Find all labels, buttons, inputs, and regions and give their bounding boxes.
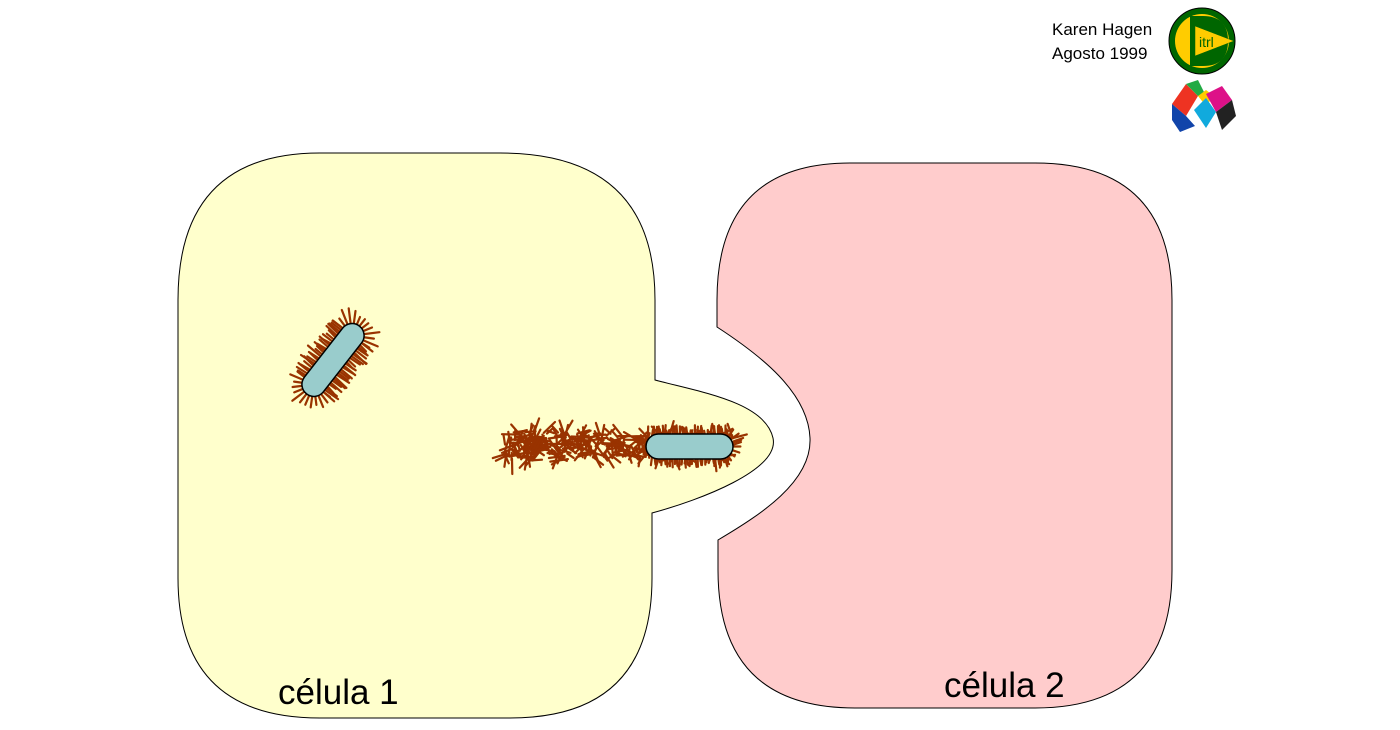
bacterium-2 [491,417,748,476]
cell-1-label: célula 1 [278,673,399,712]
logo-block-green [1186,80,1206,96]
logo-letters: itrl [1199,34,1214,50]
logo-arrow [1194,25,1235,57]
credit-date: Agosto 1999 [1052,44,1148,63]
cell-2-body [716,162,1173,709]
cell-2-label: célula 2 [944,666,1065,705]
colour-blocks-logo [1172,80,1236,132]
bacterium-2-body [645,433,734,460]
itrl-logo: itrl [1168,7,1236,75]
logo-block-black [1216,100,1236,130]
logo-block-red [1172,84,1198,116]
logo-block-magenta [1206,86,1232,112]
bacterium-1 [289,307,381,409]
logo-block-cyan [1194,98,1216,128]
credit-author: Karen Hagen [1052,20,1153,39]
bacterium-1-body [301,322,365,398]
cell-1-body [177,152,774,719]
logo-block-blue [1172,104,1195,132]
